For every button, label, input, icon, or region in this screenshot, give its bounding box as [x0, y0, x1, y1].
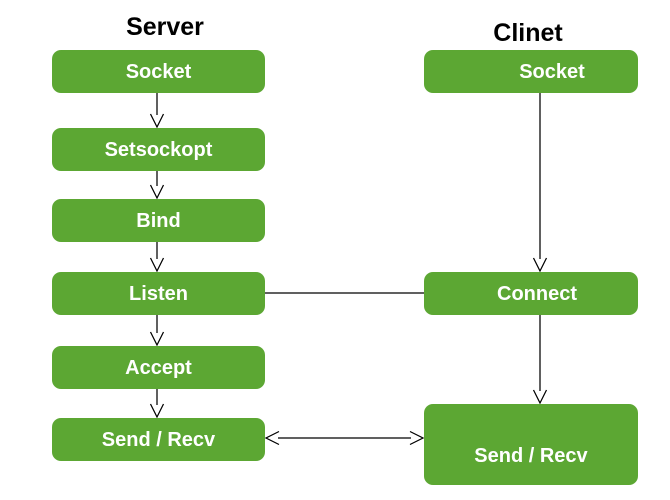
- arrowhead-end: [149, 331, 165, 347]
- edge-server-accept-to-server-send-recv: [149, 389, 165, 419]
- node-server-bind: Bind: [52, 199, 265, 242]
- arrowhead-end: [532, 257, 548, 273]
- edge-server-setsockopt-to-server-bind: [149, 171, 165, 200]
- edge-server-send-recv-to-client-send-recv: [264, 430, 425, 446]
- edge-client-socket-to-client-connect: [532, 93, 548, 273]
- arrowhead-end: [532, 389, 548, 405]
- node-label: Socket: [125, 60, 192, 83]
- node-label: Connect: [497, 282, 577, 305]
- edge-server-socket-to-server-setsockopt: [149, 93, 165, 129]
- node-server-send-recv: Send / Recv: [52, 418, 265, 461]
- arrowhead-end: [149, 113, 165, 129]
- arrowhead-start: [264, 430, 280, 446]
- arrowhead-end: [149, 184, 165, 200]
- edge-server-bind-to-server-listen: [149, 242, 165, 273]
- node-server-socket: Socket: [52, 50, 265, 93]
- node-client-socket: Socket: [424, 50, 638, 93]
- edge-client-connect-to-client-send-recv: [532, 315, 548, 405]
- node-server-listen: Listen: [52, 272, 265, 315]
- arrowhead-end: [409, 430, 425, 446]
- node-label: Listen: [129, 282, 188, 305]
- node-label: Send / Recv: [101, 428, 216, 451]
- node-client-send-recv: Send / Recv: [424, 404, 638, 485]
- edge-server-listen-to-server-accept: [149, 315, 165, 347]
- node-label: Socket: [519, 60, 585, 83]
- node-label: Accept: [125, 356, 192, 379]
- node-client-connect: Connect: [424, 272, 638, 315]
- node-server-setsockopt: Setsockopt: [52, 128, 265, 171]
- arrowhead-end: [149, 403, 165, 419]
- node-label: Setsockopt: [104, 138, 213, 161]
- column-heading-server: Server: [126, 13, 204, 41]
- node-label: Bind: [136, 209, 181, 232]
- arrowhead-end: [149, 257, 165, 273]
- node-label: Send / Recv: [474, 444, 588, 467]
- column-heading-client: Clinet: [493, 19, 563, 47]
- node-server-accept: Accept: [52, 346, 265, 389]
